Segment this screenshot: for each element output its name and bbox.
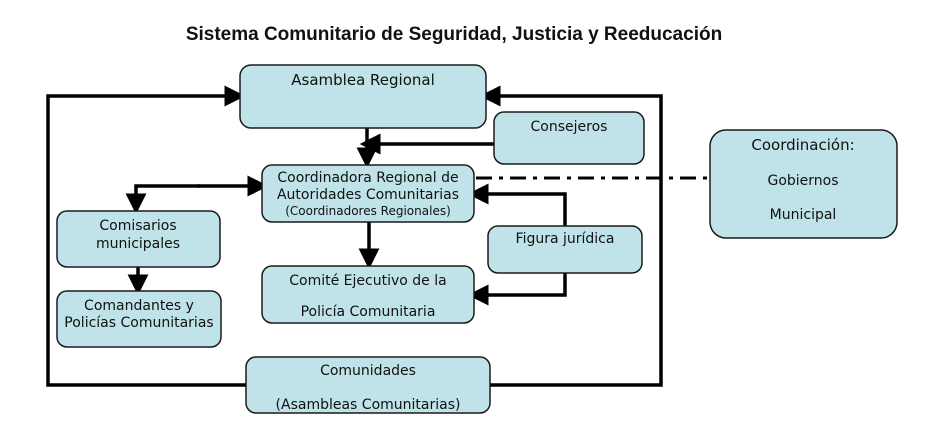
node-comandantes: Comandantes y Policías Comunitarias <box>56 290 222 348</box>
comunidades-label-line2: (Asambleas Comunitarias) <box>276 397 461 413</box>
connector-comunidades-to-asamblea-right <box>479 85 663 387</box>
comite-label-line2: Policía Comunitaria <box>301 304 436 320</box>
coordinacion-label-line3: Municipal <box>770 207 837 223</box>
consejeros-label: Consejeros <box>531 119 608 135</box>
node-coordinacion: Coordinación: Gobiernos Municipal <box>709 129 898 239</box>
node-asamblea-regional: Asamblea Regional <box>239 64 487 129</box>
coordinacion-label-line2: Gobiernos <box>767 173 838 189</box>
node-comisarios-municipales: Comisarios municipales <box>56 210 221 268</box>
diagram-title: Sistema Comunitario de Seguridad, Justic… <box>186 24 722 45</box>
coordinadora-label-line2: Autoridades Comunitarias <box>277 187 459 203</box>
asamblea-regional-label: Asamblea Regional <box>291 71 434 89</box>
coordinacion-label-line1: Coordinación: <box>751 136 854 154</box>
node-comite-ejecutivo: Comité Ejecutivo de la Policía Comunitar… <box>261 265 475 324</box>
figura-juridica-label: Figura jurídica <box>516 231 615 247</box>
node-comunidades: Comunidades (Asambleas Comunitarias) <box>245 356 491 414</box>
connector-coordinadora-to-comisarios <box>125 184 200 215</box>
connector-figura-to-coordinadora <box>467 183 567 226</box>
comisarios-label-line1: Comisarios <box>99 218 176 234</box>
connector-figura-to-comite <box>467 272 567 306</box>
node-consejeros: Consejeros <box>493 111 645 165</box>
coordinadora-label-line1: Coordinadora Regional de <box>277 170 458 186</box>
node-figura-juridica: Figura jurídica <box>487 225 643 274</box>
connector-comunidades-to-asamblea-left <box>46 85 247 387</box>
comandantes-label-line2: Policías Comunitarias <box>64 315 213 331</box>
comisarios-label-line2: municipales <box>96 236 180 252</box>
comite-label-line1: Comité Ejecutivo de la <box>289 273 446 289</box>
comandantes-label-line1: Comandantes y <box>84 298 194 314</box>
coordinadora-label-line3: (Coordinadores Regionales) <box>285 204 451 218</box>
comunidades-label-line1: Comunidades <box>320 363 416 379</box>
node-coordinadora-regional: Coordinadora Regional de Autoridades Com… <box>261 164 475 223</box>
